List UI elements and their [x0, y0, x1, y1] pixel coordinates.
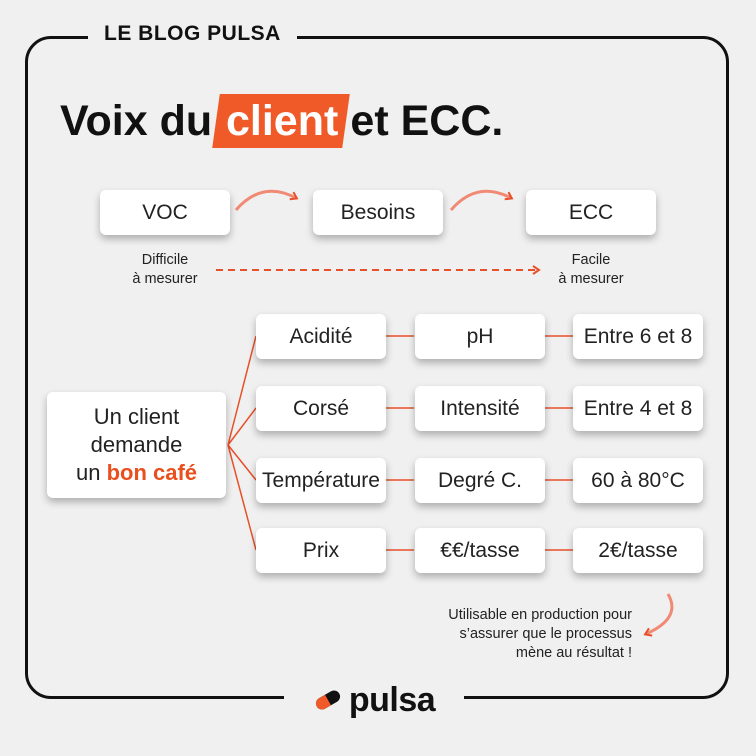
arrow-voc-besoins	[234, 189, 299, 211]
measure-euro-tasse: €€/tasse	[415, 528, 545, 573]
branch-2	[227, 407, 257, 446]
footnote-arrow	[643, 593, 674, 637]
measure-intensite: Intensité	[415, 386, 545, 431]
flow-step-ecc: ECC	[526, 190, 656, 235]
note-easy-line1: Facile	[571, 252, 611, 268]
logo-wordmark: pulsa	[348, 681, 436, 719]
blog-header: LE BLOG PULSA	[88, 16, 297, 52]
pill-icon	[315, 690, 340, 710]
production-note-line2: s’assurer que le processus	[459, 626, 632, 642]
center-line3-prefix: un	[75, 460, 101, 485]
production-note-line1: Utilisable en production pour	[448, 607, 632, 623]
center-accent: bon café	[106, 460, 198, 485]
flow-step-voc: VOC	[100, 190, 230, 235]
arrow-besoins-ecc	[449, 189, 514, 211]
note-hard-line2: à mesurer	[132, 271, 198, 287]
target-prix: 2€/tasse	[573, 528, 703, 573]
note-easy-line2: à mesurer	[558, 271, 624, 287]
center-line2: demande	[90, 432, 183, 457]
need-acidite: Acidité	[256, 314, 386, 359]
measure-ph: pH	[415, 314, 545, 359]
note-hard-to-measure: Difficile à mesurer	[110, 251, 220, 289]
customer-request-box: Un client demande un bon café	[47, 392, 226, 498]
flow-step-besoins: Besoins	[313, 190, 443, 235]
note-easy-to-measure: Facile à mesurer	[536, 251, 646, 289]
title-start: Voix du	[60, 97, 213, 145]
measure-degre: Degré C.	[415, 458, 545, 503]
center-line3: un bon café	[76, 459, 197, 487]
center-line1: Un client	[93, 404, 180, 429]
target-4-8: Entre 4 et 8	[573, 386, 703, 431]
production-note-line3: mène au résultat !	[515, 645, 632, 661]
note-hard-line1: Difficile	[141, 252, 189, 268]
need-corse: Corsé	[256, 386, 386, 431]
target-6-8: Entre 6 et 8	[573, 314, 703, 359]
branch-4	[227, 444, 257, 551]
pulsa-logo: pulsa	[284, 680, 464, 720]
need-prix: Prix	[256, 528, 386, 573]
branch-1	[227, 335, 257, 446]
need-temperature: Température	[256, 458, 386, 503]
title-end: et ECC.	[350, 97, 504, 145]
target-temperature: 60 à 80°C	[573, 458, 703, 503]
branch-3	[227, 444, 257, 481]
production-note: Utilisable en production pour s’assurer …	[400, 606, 632, 663]
